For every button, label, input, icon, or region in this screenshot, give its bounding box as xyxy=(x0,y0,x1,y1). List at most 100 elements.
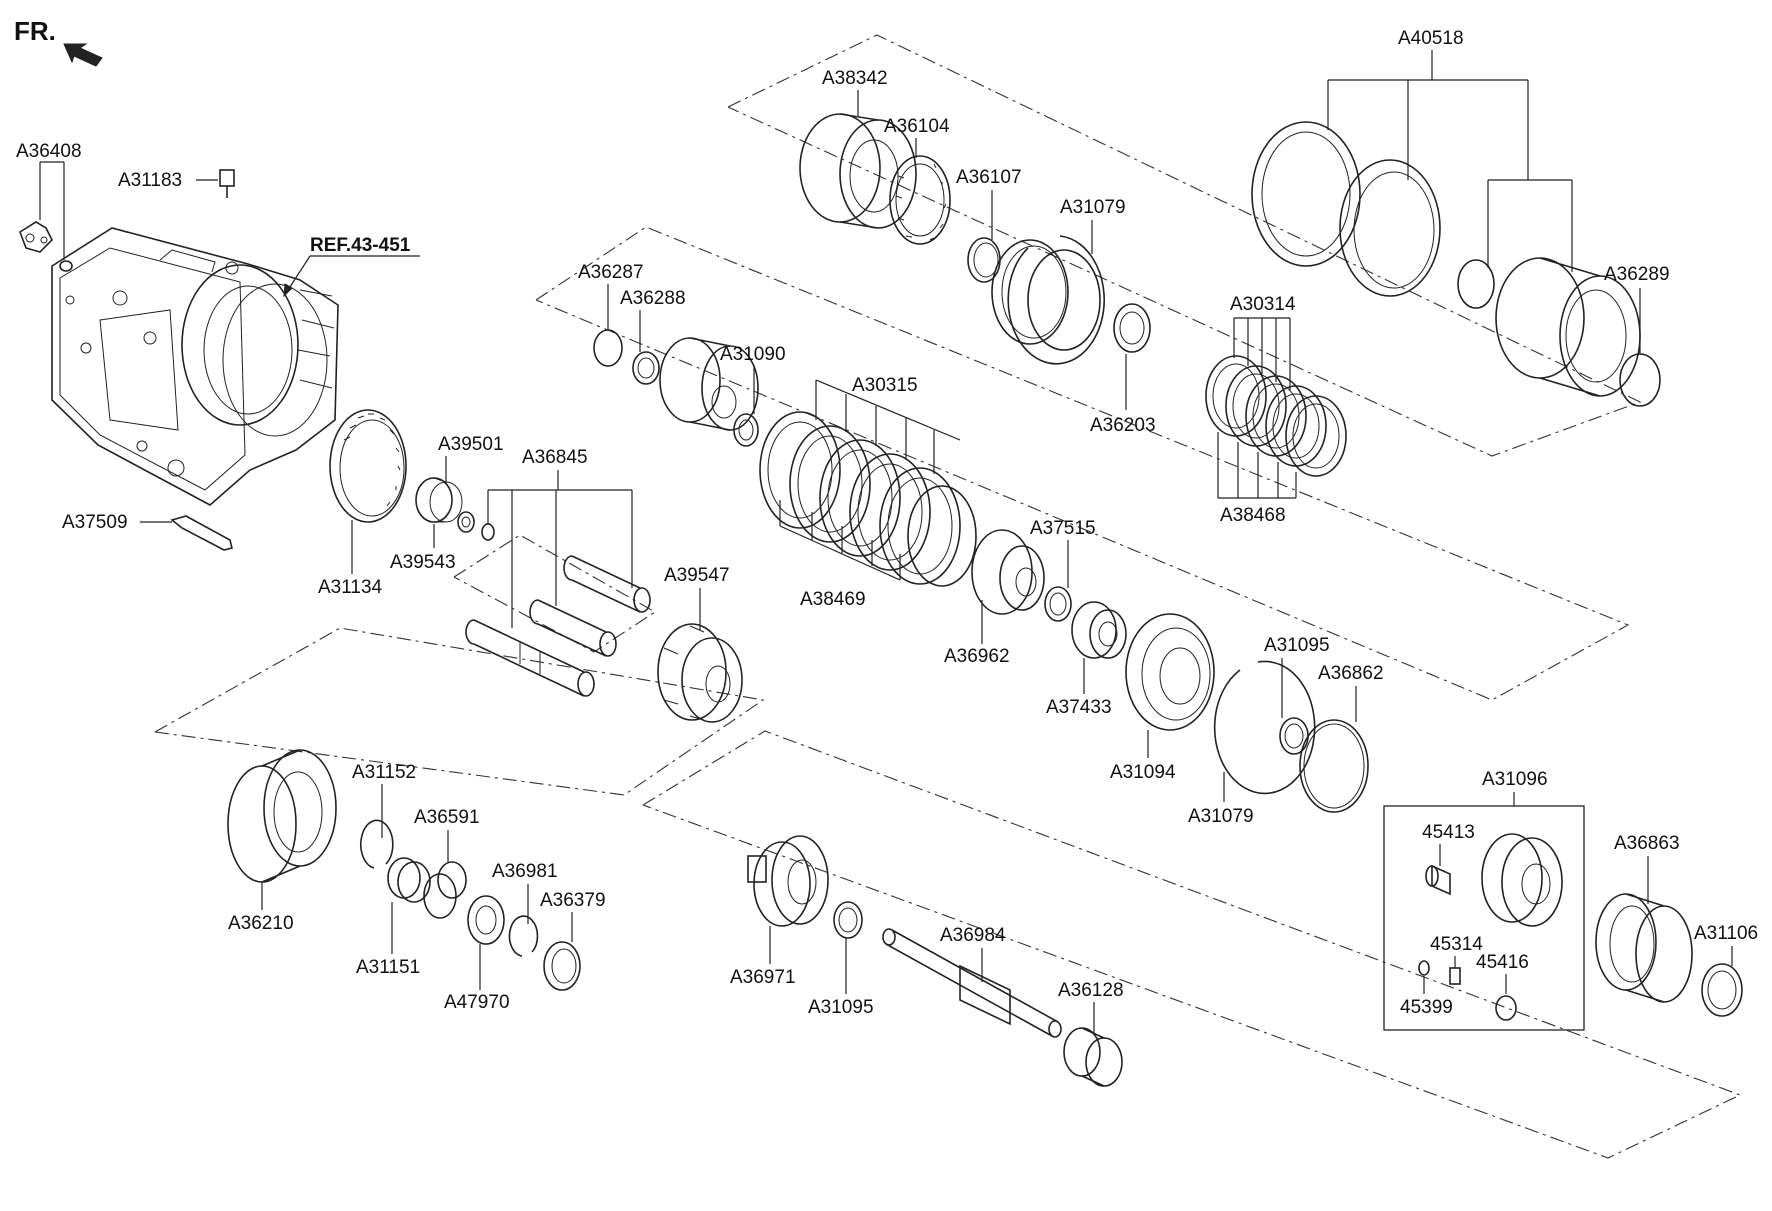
front-direction-label: FR. xyxy=(14,16,56,46)
transmission-case xyxy=(51,227,339,506)
part-clutch-pack-upper xyxy=(1205,355,1347,477)
label-45314: 45314 xyxy=(1430,934,1483,955)
part-a31106 xyxy=(1701,963,1743,1017)
part-a39547 xyxy=(657,623,743,723)
label-a36591: A36591 xyxy=(414,807,480,828)
part-a36203 xyxy=(1113,303,1151,353)
group-outline-planet xyxy=(453,534,657,653)
label-a36845: A36845 xyxy=(522,447,588,468)
part-a36288 xyxy=(632,351,660,385)
label-a40518: A40518 xyxy=(1398,28,1464,49)
label-a31134: A31134 xyxy=(318,577,383,598)
label-a31094: A31094 xyxy=(1110,762,1176,783)
part-a31095-lower xyxy=(833,901,863,939)
leader-a40518 xyxy=(1327,50,1573,272)
group-outline-upper xyxy=(727,34,1642,457)
part-45413 xyxy=(1425,864,1451,896)
label-a31106: A31106 xyxy=(1694,923,1758,944)
label-a31183: A31183 xyxy=(118,170,182,191)
part-a37515 xyxy=(1044,586,1072,622)
part-a36845 xyxy=(465,523,651,697)
label-a36104: A36104 xyxy=(884,116,950,137)
part-a40518-ring-2 xyxy=(1339,159,1441,297)
label-a31095-upper: A31095 xyxy=(1264,635,1330,656)
part-a31152 xyxy=(360,819,394,869)
part-a31095-upper xyxy=(1279,717,1309,755)
part-a36104 xyxy=(889,155,951,245)
part-a31096-carrier xyxy=(1481,833,1563,927)
part-a36408 xyxy=(19,221,73,272)
part-a36287 xyxy=(593,329,623,367)
group-outline-lower-right xyxy=(642,730,1742,1159)
label-a37515: A37515 xyxy=(1030,518,1096,539)
label-a36203: A36203 xyxy=(1090,415,1156,436)
label-a39543: A39543 xyxy=(390,552,456,573)
label-a37509: A37509 xyxy=(62,512,128,533)
part-a36862 xyxy=(1299,719,1369,813)
part-a36962 xyxy=(971,529,1045,615)
label-45399: 45399 xyxy=(1400,997,1453,1018)
part-a40518-snap xyxy=(1457,259,1495,309)
part-clutch-pack-middle xyxy=(759,411,977,587)
label-45416: 45416 xyxy=(1476,952,1529,973)
group-outline-lower-left xyxy=(154,627,765,796)
label-a36981: A36981 xyxy=(492,861,558,882)
label-a36288: A36288 xyxy=(620,288,686,309)
label-a47970: A47970 xyxy=(444,992,510,1013)
label-a31079-upper: A31079 xyxy=(1060,197,1126,218)
label-a36863: A36863 xyxy=(1614,833,1680,854)
label-a31152: A31152 xyxy=(352,762,416,783)
label-a39547: A39547 xyxy=(664,565,730,586)
leader-a36845 xyxy=(487,470,633,628)
label-a31090: A31090 xyxy=(720,344,786,365)
part-45416 xyxy=(1495,995,1517,1021)
part-a37509 xyxy=(170,515,233,551)
label-a38469: A38469 xyxy=(800,589,866,610)
part-45399 xyxy=(1418,960,1430,976)
label-a36287: A36287 xyxy=(578,262,644,283)
part-a36379 xyxy=(543,941,581,991)
label-a31079-lower: A31079 xyxy=(1188,806,1254,827)
label-a36379: A36379 xyxy=(540,890,606,911)
label-a36107: A36107 xyxy=(956,167,1022,188)
leader-a36408 xyxy=(39,161,65,260)
front-arrow-icon xyxy=(63,43,103,67)
label-a38342: A38342 xyxy=(822,68,888,89)
part-a36107 xyxy=(967,237,1001,283)
label-a36971: A36971 xyxy=(730,967,796,988)
part-hub-drum xyxy=(659,337,759,431)
part-a31079-lower xyxy=(1213,660,1316,795)
part-a31134 xyxy=(329,409,407,523)
label-a31096: A31096 xyxy=(1482,769,1548,790)
part-a47970 xyxy=(467,895,505,945)
leader-a30314 xyxy=(1233,317,1291,390)
leader-a30315 xyxy=(815,379,961,474)
group-outline-middle xyxy=(535,226,1630,701)
part-a39543 xyxy=(415,477,463,523)
label-a31095-lower: A31095 xyxy=(808,997,874,1018)
part-a31094 xyxy=(1125,613,1215,731)
label-a31151: A31151 xyxy=(356,957,420,978)
part-a40518-ring-1 xyxy=(1251,121,1361,267)
part-a36863 xyxy=(1595,893,1693,1003)
part-a37433 xyxy=(1071,601,1127,659)
label-a38468: A38468 xyxy=(1220,505,1286,526)
leader-a38468 xyxy=(1217,432,1297,499)
ref-leader xyxy=(283,255,420,298)
part-a36981 xyxy=(508,915,539,957)
label-a37433: A37433 xyxy=(1046,697,1112,718)
label-a36962: A36962 xyxy=(944,646,1010,667)
part-a31183 xyxy=(219,169,235,198)
label-a36862: A36862 xyxy=(1318,663,1384,684)
part-a36128 xyxy=(1063,1027,1123,1087)
box-a31096 xyxy=(1383,792,1585,1031)
part-a31090 xyxy=(733,413,759,447)
ref-label: REF.43-451 xyxy=(310,235,411,256)
part-a36289 xyxy=(1619,353,1661,407)
label-a36210: A36210 xyxy=(228,913,294,934)
leader-a38469 xyxy=(779,500,901,581)
part-a31151 xyxy=(387,857,431,903)
label-a36984: A36984 xyxy=(940,925,1006,946)
label-a36128: A36128 xyxy=(1058,980,1124,1001)
